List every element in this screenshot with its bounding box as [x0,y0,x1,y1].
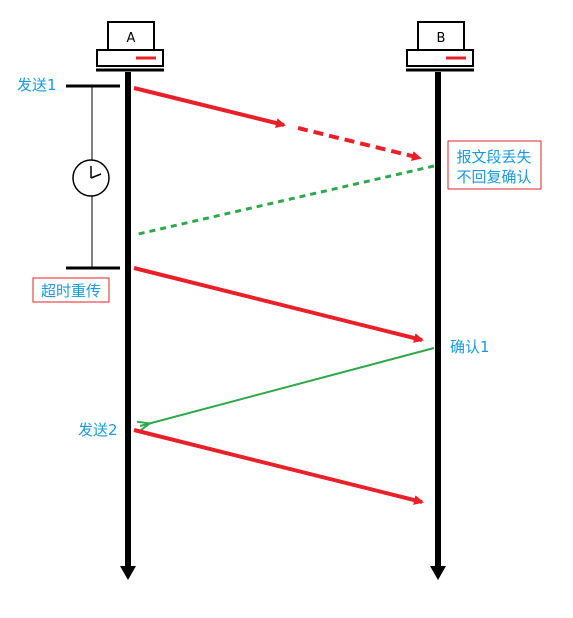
host-b-label: B [437,31,446,46]
label-lost-line2: 不回复确认 [456,168,531,186]
data-arrow-retransmit [133,266,424,343]
data-arrow-send1 [133,86,286,128]
retransmission-timer [66,84,120,270]
computer-icon: A [96,21,164,72]
timeout-label-box [32,277,110,303]
label-timeout-retransmit: 超时重传 [41,282,101,300]
host-a-label: A [127,31,136,46]
label-ack1: 确认1 [450,338,490,356]
lost-label-box [447,140,542,190]
data-arrow-send1-lost [297,126,422,161]
computer-icon: B [406,21,474,72]
ack-arrow-ack1 [140,347,435,426]
label-send2: 发送2 [78,421,118,439]
label-lost-line1: 报文段丢失 [456,148,531,166]
label-send1: 发送1 [17,76,57,94]
timeline-b-arrowhead [430,566,446,580]
timeline-a-arrowhead [120,566,136,580]
ack-arrow-missing [133,164,435,237]
clock-icon [72,159,110,197]
data-arrow-send2 [133,428,424,505]
